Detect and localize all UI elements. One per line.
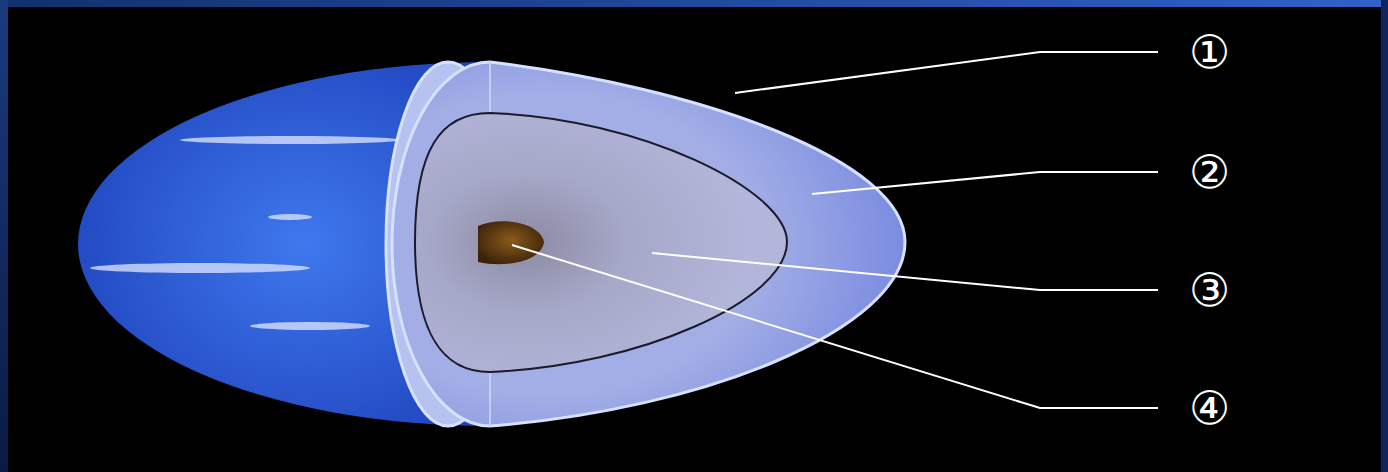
- callout-number: ②: [1189, 149, 1230, 195]
- callout-number: ①: [1189, 29, 1230, 75]
- callout-number: ④: [1189, 385, 1230, 431]
- callout-number: ③: [1189, 267, 1230, 313]
